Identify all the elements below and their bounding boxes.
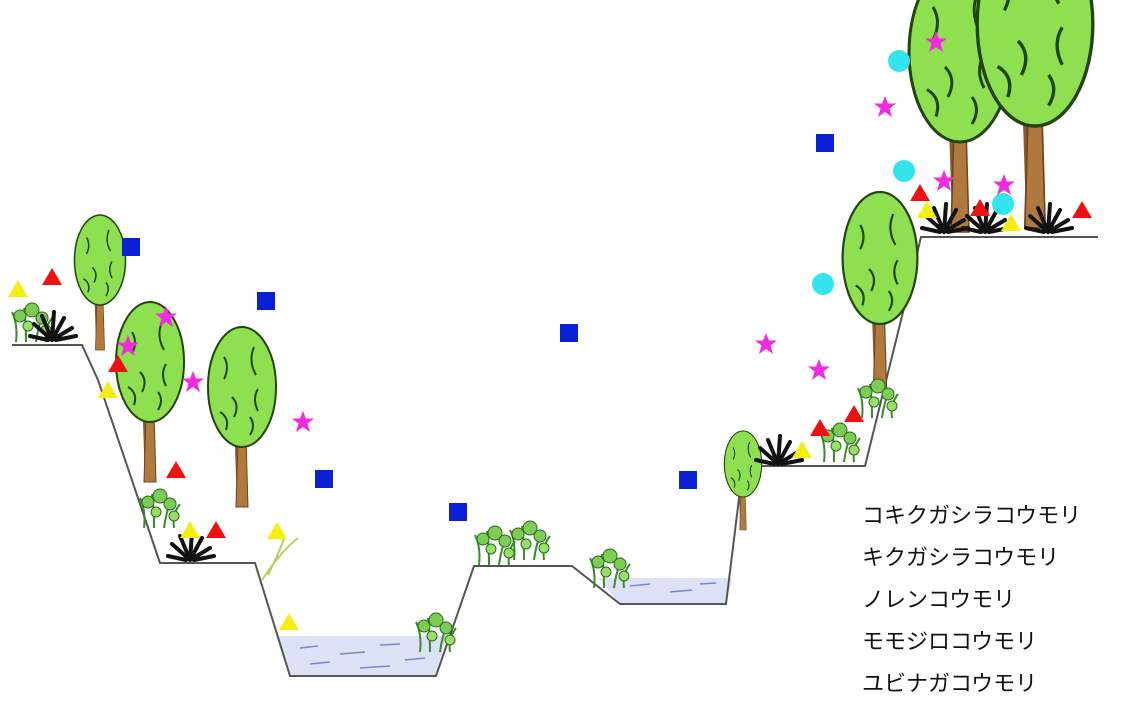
yellow-triangle-marker [180, 521, 200, 538]
blue-square-marker [257, 292, 275, 310]
yellow-triangle-marker [279, 613, 299, 630]
river-water-side [598, 578, 732, 604]
yellow-triangle-marker [267, 522, 287, 539]
legend-item: キクガシラコウモリ [862, 546, 1060, 571]
water-ripples-side [629, 582, 717, 593]
blue-square-marker [679, 471, 697, 489]
red-triangle-marker [810, 419, 830, 436]
legend-item: モモジロコウモリ [862, 630, 1038, 655]
red-triangle-marker [910, 184, 930, 201]
magenta-star-marker [808, 359, 830, 380]
red-triangle-marker [42, 268, 62, 285]
cyan-circle-marker [893, 160, 915, 182]
legend-item: ユビナガコウモリ [862, 672, 1038, 697]
blue-square-marker [449, 503, 467, 521]
legend-item: コキクガシラコウモリ [862, 504, 1082, 529]
red-triangle-marker [844, 405, 864, 422]
magenta-star-marker [292, 411, 314, 432]
cyan-circle-marker [812, 273, 834, 295]
cyan-circle-marker [992, 193, 1014, 215]
blue-square-marker [816, 134, 834, 152]
legend-item: ノレンコウモリ [862, 588, 1016, 613]
magenta-star-marker [182, 371, 204, 392]
water-ripples-main [299, 643, 426, 669]
yellow-triangle-marker [792, 441, 812, 458]
red-triangle-marker [206, 521, 226, 538]
magenta-star-marker [993, 174, 1015, 195]
river-water-main [276, 636, 446, 676]
blue-square-marker [315, 470, 333, 488]
yellow-triangle-marker [8, 280, 28, 297]
cyan-circle-marker [888, 50, 910, 72]
vegetation [11, 0, 1093, 653]
blue-square-marker [560, 324, 578, 342]
magenta-star-marker [755, 333, 777, 354]
blue-square-marker [122, 238, 140, 256]
red-triangle-marker [1072, 201, 1092, 218]
red-triangle-marker [166, 461, 186, 478]
magenta-star-marker [874, 96, 896, 117]
legend: コキクガシラコウモリ キクガシラコウモリ ノレンコウモリ モモジロコウモリ ユビ… [862, 496, 1122, 706]
